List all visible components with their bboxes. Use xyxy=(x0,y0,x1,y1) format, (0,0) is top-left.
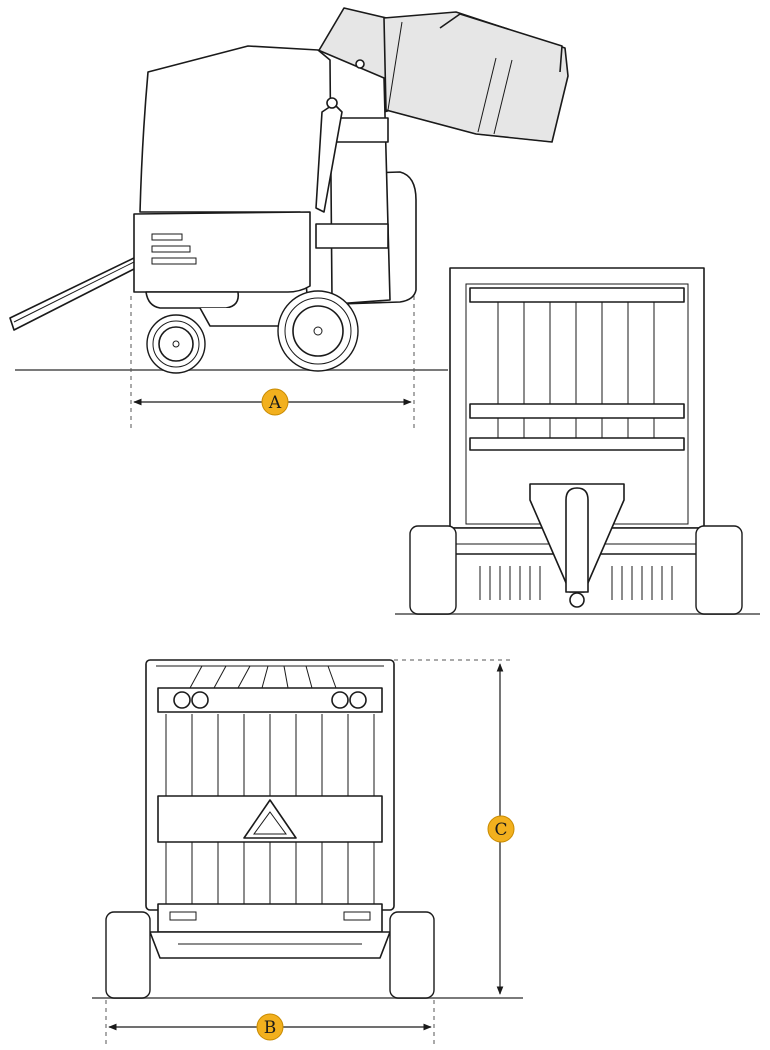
dim-b-label: B xyxy=(264,1018,277,1038)
pickup-tines xyxy=(479,566,673,600)
front-panel xyxy=(133,211,311,293)
rear-view-right-wheel xyxy=(389,911,435,999)
rear-light-3 xyxy=(331,691,349,709)
slow-vehicle-triangle xyxy=(243,799,297,839)
large-wheel xyxy=(277,290,359,372)
rear-light-1 xyxy=(173,691,191,709)
dim-b-marker: B xyxy=(256,1013,284,1041)
slow-vehicle-triangle-inner xyxy=(253,811,287,835)
rear-top-slats xyxy=(189,665,337,689)
drawbar-tube xyxy=(565,487,589,593)
rear-light-2 xyxy=(191,691,209,709)
rear-light-4 xyxy=(349,691,367,709)
front-view-right-wheel xyxy=(695,525,743,615)
rear-view-left-wheel xyxy=(105,911,151,999)
dim-c-label: C xyxy=(494,820,507,840)
undercarriage-box xyxy=(145,291,240,309)
small-wheel xyxy=(146,314,206,374)
pickup-ramp-edge xyxy=(13,261,135,323)
panel-vent-3 xyxy=(151,257,197,265)
lower-belt xyxy=(315,223,389,249)
rear-view: C B xyxy=(92,659,523,1045)
open-tailgate xyxy=(317,7,569,143)
dim-a-marker: A xyxy=(261,388,289,416)
panel-vent-2 xyxy=(151,245,191,253)
front-view xyxy=(395,267,760,615)
dim-a-label: A xyxy=(268,393,282,413)
hitch-eye xyxy=(569,592,585,608)
tailgate-hinge xyxy=(355,59,365,69)
rear-axle-housing xyxy=(149,931,391,959)
panel-vent-1 xyxy=(151,233,183,241)
strut-pivot xyxy=(326,97,338,109)
front-chamber-bars xyxy=(469,287,685,451)
front-view-left-wheel xyxy=(409,525,457,615)
side-view: A xyxy=(9,7,569,428)
rear-reflector-right xyxy=(343,911,371,921)
rear-bottom-bar xyxy=(157,903,383,933)
pickup-ramp xyxy=(9,257,137,331)
upper-belt xyxy=(329,117,389,143)
dim-c-marker: C xyxy=(487,815,515,843)
rear-reflector-left xyxy=(169,911,197,921)
